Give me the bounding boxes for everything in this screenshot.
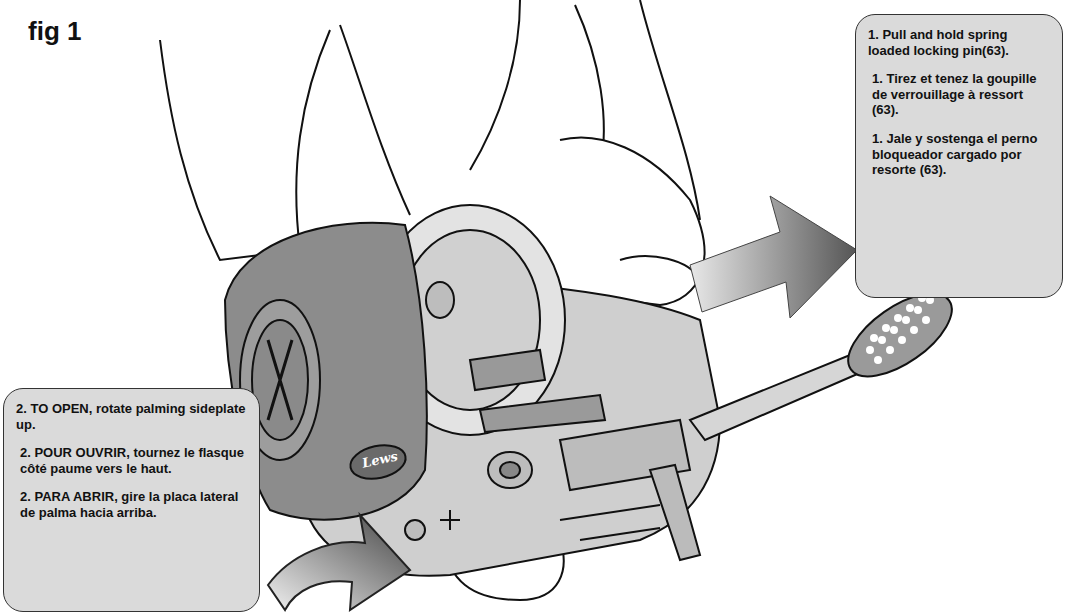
rotation-arrow (268, 515, 410, 610)
reel-handle (650, 278, 965, 560)
callout-box: 1. Pull and hold spring loaded locking p… (855, 14, 1063, 298)
instruction-text: 2. POUR OUVRIR, tournez le flasque côté … (20, 445, 249, 476)
instruction-text: 1. Pull and hold spring loaded locking p… (868, 27, 1052, 58)
instruction-text: 1. Tirez et tenez la goupille de verroui… (872, 71, 1052, 118)
direction-arrow (690, 196, 857, 318)
callout-box: 2. TO OPEN, rotate palming sideplate up.… (3, 388, 260, 612)
instruction-text: 2. PARA ABRIR, gire la placa lateral de … (20, 489, 249, 520)
instruction-text: 1. Jale y sostenga el perno bloqueador c… (872, 131, 1052, 178)
figure-title: fig 1 (28, 16, 81, 47)
instruction-text: 2. TO OPEN, rotate palming sideplate up. (16, 401, 249, 432)
